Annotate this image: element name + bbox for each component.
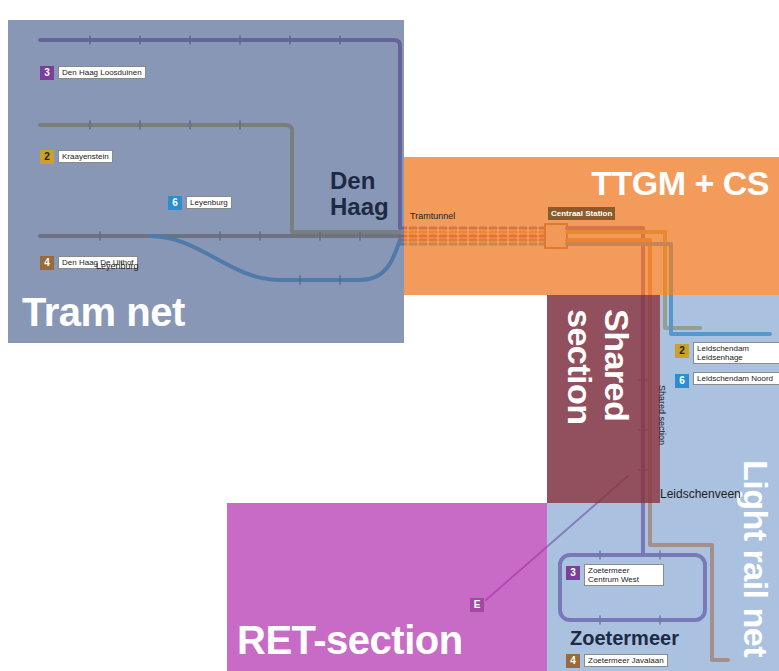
map-label: Leyenburg	[96, 262, 139, 272]
section-title: TTGM + CS	[591, 165, 769, 202]
map-label: Leidschenveen	[660, 488, 741, 501]
line-number: 4	[40, 256, 54, 270]
terminus-name: Den Haag Loosduinen	[58, 66, 146, 79]
map-section: RET-section	[227, 503, 547, 671]
line-number: 6	[675, 374, 689, 388]
section-title: Shared section	[560, 309, 635, 449]
section-title: Light rail net	[736, 460, 773, 657]
section-title: RET-section	[237, 618, 463, 662]
line-number: 3	[566, 566, 580, 580]
map-section: TTGM + CS	[404, 157, 779, 295]
terminus-name: Leidschendam Leidsenhage	[693, 342, 779, 364]
line-number: 6	[168, 196, 182, 210]
city-name: Den Haag	[330, 168, 396, 221]
map-label: Tramtunnel	[410, 212, 455, 222]
line-number: 4	[566, 654, 580, 668]
terminus-name: Zoetermeer Centrum West	[584, 564, 664, 586]
line-number: E	[470, 598, 484, 612]
terminus-name: Zoetermeer Javalaan	[584, 654, 668, 667]
city-name: Zoetermeer	[570, 627, 679, 649]
section-title: Tram net	[22, 290, 185, 334]
line-number: 2	[40, 150, 54, 164]
line-number: 2	[675, 344, 689, 358]
map-label: Shared section	[657, 385, 667, 445]
terminus-name: Kraayenstein	[58, 150, 113, 163]
terminus-name: Leyenburg	[186, 196, 232, 209]
map-section: Shared section	[547, 295, 660, 503]
terminus-name: Leidschendam Noord	[693, 372, 779, 385]
station-name: Centraal Station	[548, 207, 615, 220]
line-number: 3	[40, 66, 54, 80]
